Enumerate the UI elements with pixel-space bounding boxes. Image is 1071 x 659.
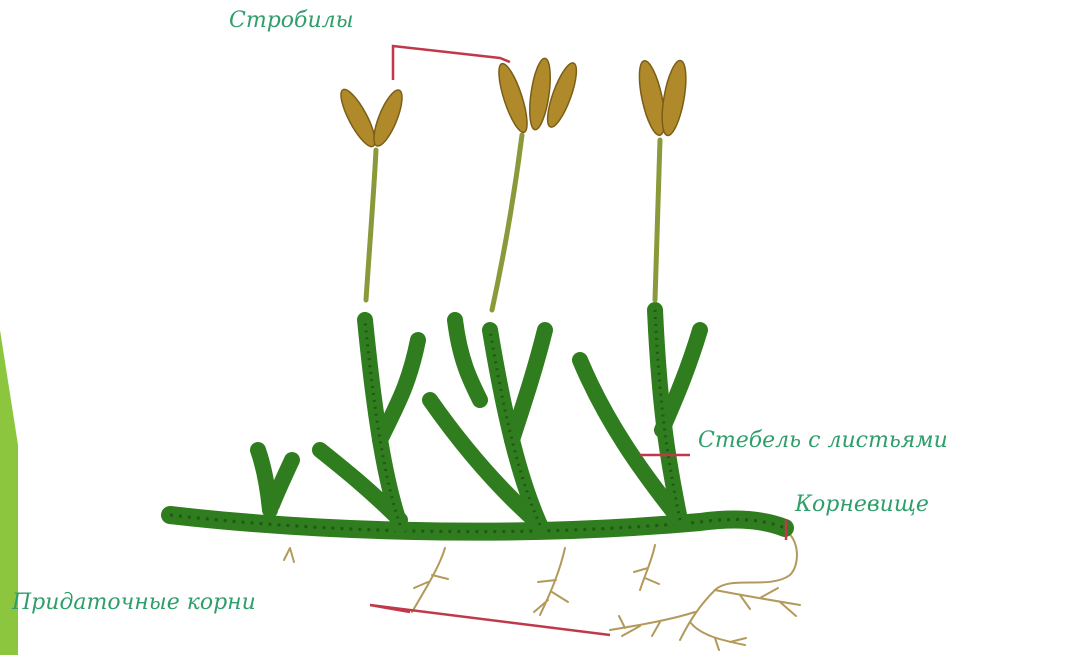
roots-leader [370, 605, 610, 635]
strobili-leader [393, 46, 510, 80]
label-strobili: Стробилы [229, 10, 354, 32]
leafy-stems [258, 310, 700, 525]
strobilus-stalks [366, 135, 660, 310]
strobili-cones [335, 57, 690, 150]
label-rhizome: Корневище [795, 494, 929, 516]
adventitious-roots [284, 530, 800, 650]
leader-lines [370, 46, 786, 635]
label-stem-with-leaves: Стебель с листьями [698, 430, 948, 452]
label-adventitious-roots: Придаточные корни [12, 592, 256, 614]
